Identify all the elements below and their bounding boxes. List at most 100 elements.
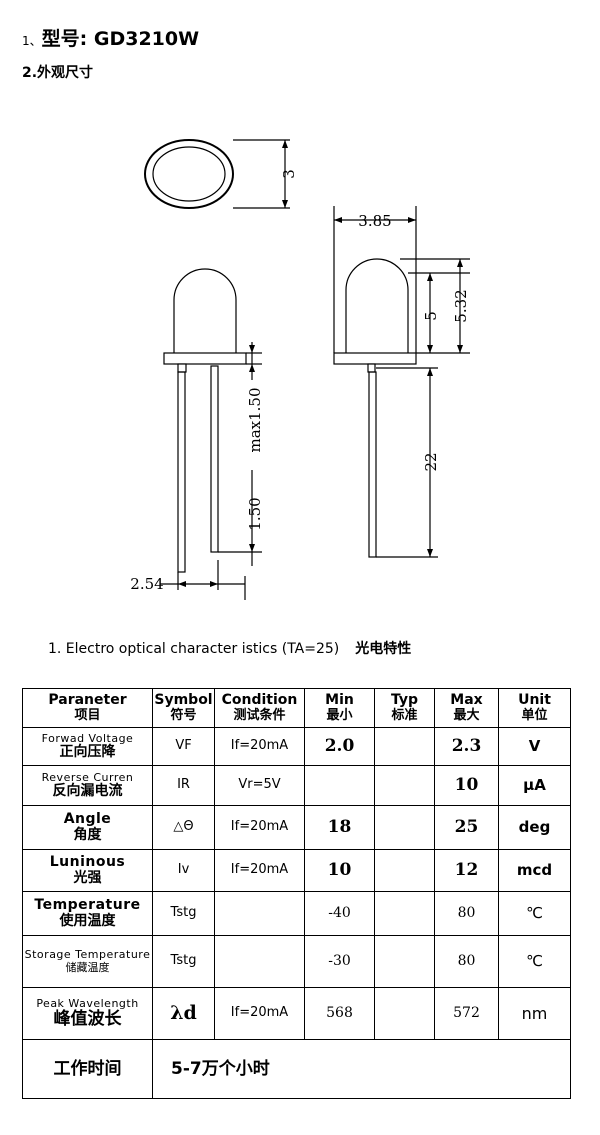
typ-cell bbox=[374, 727, 435, 766]
max-cell: 10 bbox=[434, 765, 499, 806]
unit-cell: nm bbox=[498, 987, 571, 1040]
dim-max1-50: max1.50 bbox=[246, 387, 264, 452]
param-cn: 正向压降 bbox=[59, 743, 116, 760]
front-view-dome bbox=[173, 268, 237, 353]
param-cn: 角度 bbox=[73, 826, 102, 843]
unit-cell: ℃ bbox=[498, 891, 571, 936]
table-row-lifetime: 工作时间 5-7万个小时 bbox=[22, 1039, 571, 1099]
section-electro-optical-title: 1. Electro optical character istics (TA=… bbox=[48, 638, 411, 658]
param-en: Angle bbox=[63, 811, 112, 828]
top-view-inner-ring bbox=[152, 146, 226, 202]
symbol-cell: VF bbox=[152, 727, 215, 766]
min-cell bbox=[304, 765, 375, 806]
min-cell: -30 bbox=[304, 935, 375, 988]
front-lead-right bbox=[210, 365, 219, 553]
typ-cell bbox=[374, 805, 435, 850]
max-cell: 25 bbox=[434, 805, 499, 850]
symbol-cell: λd bbox=[152, 987, 215, 1040]
unit-cell: ℃ bbox=[498, 935, 571, 988]
condition-cell bbox=[214, 891, 305, 936]
min-cell: 568 bbox=[304, 987, 375, 1040]
min-cell: -40 bbox=[304, 891, 375, 936]
model-label: 型号: bbox=[41, 28, 88, 50]
symbol-cell: Iv bbox=[152, 849, 215, 892]
symbol-cell: IR bbox=[152, 765, 215, 806]
condition-cell: If=20mA bbox=[214, 849, 305, 892]
side-view-flange bbox=[333, 352, 417, 365]
max-cell: 80 bbox=[434, 935, 499, 988]
unit-cell: deg bbox=[498, 805, 571, 850]
dim-5-32: 5.32 bbox=[452, 289, 470, 322]
min-cell: 10 bbox=[304, 849, 375, 892]
front-lead-left bbox=[177, 371, 186, 573]
max-cell: 80 bbox=[434, 891, 499, 936]
condition-cell: If=20mA bbox=[214, 727, 305, 766]
min-cell: 2.0 bbox=[304, 727, 375, 766]
model-number-prefix: 1、 bbox=[22, 34, 42, 48]
top-view-outer-ring bbox=[144, 139, 234, 209]
lifetime-value: 5-7万个小时 bbox=[152, 1039, 571, 1099]
typ-cell bbox=[374, 849, 435, 892]
symbol-cell: Tstg bbox=[152, 935, 215, 988]
condition-cell: If=20mA bbox=[214, 987, 305, 1040]
model-value: GD3210W bbox=[93, 28, 200, 50]
param-cn: 储藏温度 bbox=[65, 960, 110, 974]
dim-5: 5 bbox=[422, 311, 440, 321]
max-cell: 572 bbox=[434, 987, 499, 1040]
max-cell: 12 bbox=[434, 849, 499, 892]
unit-cell: mcd bbox=[498, 849, 571, 892]
param-en: Forwad Voltage bbox=[41, 731, 134, 745]
param-en: Temperature bbox=[34, 897, 141, 914]
side-view-dome bbox=[345, 258, 409, 353]
param-en: Luninous bbox=[49, 854, 126, 871]
param-cn: 使用温度 bbox=[59, 912, 116, 929]
unit-cell: V bbox=[498, 727, 571, 766]
symbol-cell: Tstg bbox=[152, 891, 215, 936]
condition-cell: If=20mA bbox=[214, 805, 305, 850]
param-cn: 光强 bbox=[73, 869, 102, 886]
lifetime-label: 工作时间 bbox=[22, 1039, 153, 1099]
typ-cell bbox=[374, 765, 435, 806]
max-cell: 2.3 bbox=[434, 727, 499, 766]
typ-cell bbox=[374, 935, 435, 988]
dim-1-50: 1.50 bbox=[246, 497, 264, 530]
section-electro-optical-cn: 光电特性 bbox=[355, 641, 412, 657]
led-dimension-drawing: 3 3.85 5 5.32 max1.50 1.50 22 2.54 bbox=[130, 139, 470, 600]
side-lead bbox=[368, 371, 377, 558]
dim-2-54: 2.54 bbox=[130, 575, 163, 593]
section-dimensions-title: 2.外观尺寸 bbox=[22, 65, 94, 81]
front-view-flange bbox=[163, 352, 247, 365]
param-cn: 峰值波长 bbox=[53, 1009, 122, 1030]
condition-cell: Vr=5V bbox=[214, 765, 305, 806]
symbol-cell: △Θ bbox=[152, 805, 215, 850]
dim-3: 3 bbox=[280, 169, 298, 179]
param-en: Peak Wavelength bbox=[36, 997, 139, 1011]
unit-cell: μA bbox=[498, 765, 571, 806]
section-electro-optical-en: 1. Electro optical character istics (TA=… bbox=[48, 641, 340, 657]
param-en: Reverse Curren bbox=[41, 770, 134, 784]
model-line: 1、型号: GD3210W bbox=[22, 24, 199, 51]
dim-3-85: 3.85 bbox=[358, 212, 391, 230]
condition-cell bbox=[214, 935, 305, 988]
typ-cell bbox=[374, 891, 435, 936]
param-en: Storage Temperature bbox=[24, 948, 151, 962]
min-cell: 18 bbox=[304, 805, 375, 850]
dim-22: 22 bbox=[422, 452, 440, 471]
typ-cell bbox=[374, 987, 435, 1040]
